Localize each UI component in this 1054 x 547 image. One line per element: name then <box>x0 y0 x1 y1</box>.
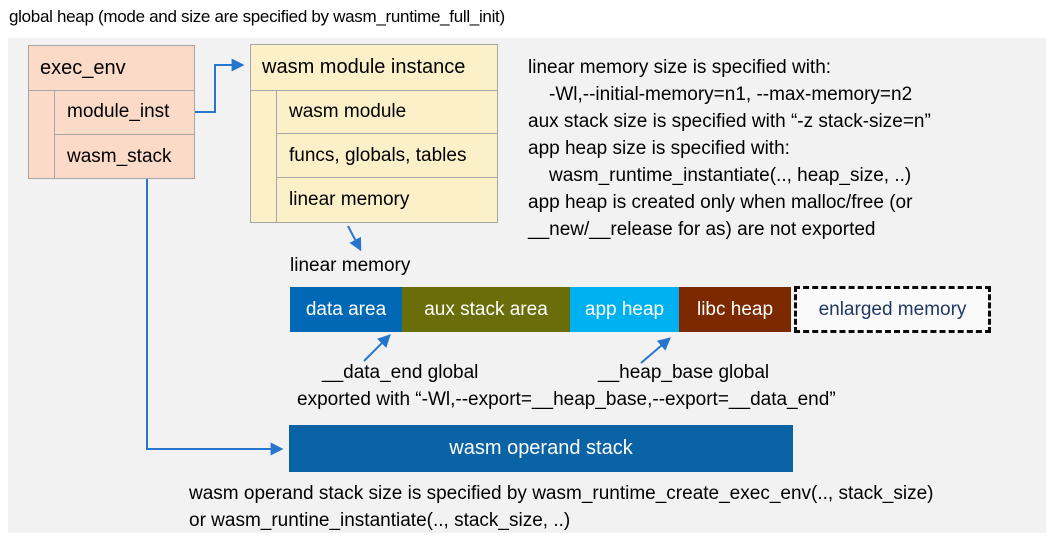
row-linear-memory: linear memory <box>276 178 497 222</box>
note-line: aux stack size is specified with “-z sta… <box>528 111 931 132</box>
note-line: or wasm_runtine_instantiate(.., stack_si… <box>189 510 571 531</box>
linear-memory-label: linear memory <box>290 255 411 276</box>
exec-env-box: exec_env module_inst wasm_stack <box>28 45 195 179</box>
wasm-module-instance-header: wasm module instance <box>251 45 497 91</box>
note-line: wasm operand stack size is specified by … <box>189 483 934 504</box>
row-funcs-globals-tables: funcs, globals, tables <box>276 134 497 178</box>
exported-with-label: exported with “-Wl,--export=__heap_base,… <box>297 389 836 410</box>
segment-aux-stack-area: aux stack area <box>402 287 570 332</box>
wasm-operand-stack-bar: wasm operand stack <box>289 425 793 472</box>
diagram-title: global heap (mode and size are specified… <box>9 7 505 26</box>
wasm-module-instance-box: wasm module instance wasm module funcs, … <box>250 44 498 223</box>
segment-libc-heap: libc heap <box>679 287 791 332</box>
exec-env-row-wasm-stack: wasm_stack <box>54 135 194 178</box>
data-end-global-label: __data_end global <box>322 362 479 383</box>
segment-app-heap: app heap <box>570 287 679 332</box>
exec-env-row-module-inst: module_inst <box>54 90 194 135</box>
note-line: __new/__release for as) are not exported <box>528 219 876 240</box>
wasm-operand-stack-label: wasm operand stack <box>449 437 633 459</box>
row-wasm-module: wasm module <box>276 90 497 134</box>
note-line: app heap size is specified with: <box>528 138 790 159</box>
note-line: app heap is created only when malloc/fre… <box>528 192 913 213</box>
operand-stack-notes: wasm operand stack size is specified by … <box>189 480 934 534</box>
segment-enlarged-memory: enlarged memory <box>794 286 991 333</box>
note-line: linear memory size is specified with: <box>528 57 832 78</box>
note-line: wasm_runtime_instantiate(.., heap_size, … <box>549 165 912 186</box>
exec-env-header: exec_env <box>29 46 194 91</box>
memory-size-notes: linear memory size is specified with: -W… <box>528 54 931 243</box>
heap-base-global-label: __heap_base global <box>598 362 770 383</box>
segment-data-area: data area <box>290 287 402 332</box>
note-line: -Wl,--initial-memory=n1, --max-memory=n2 <box>549 84 913 105</box>
